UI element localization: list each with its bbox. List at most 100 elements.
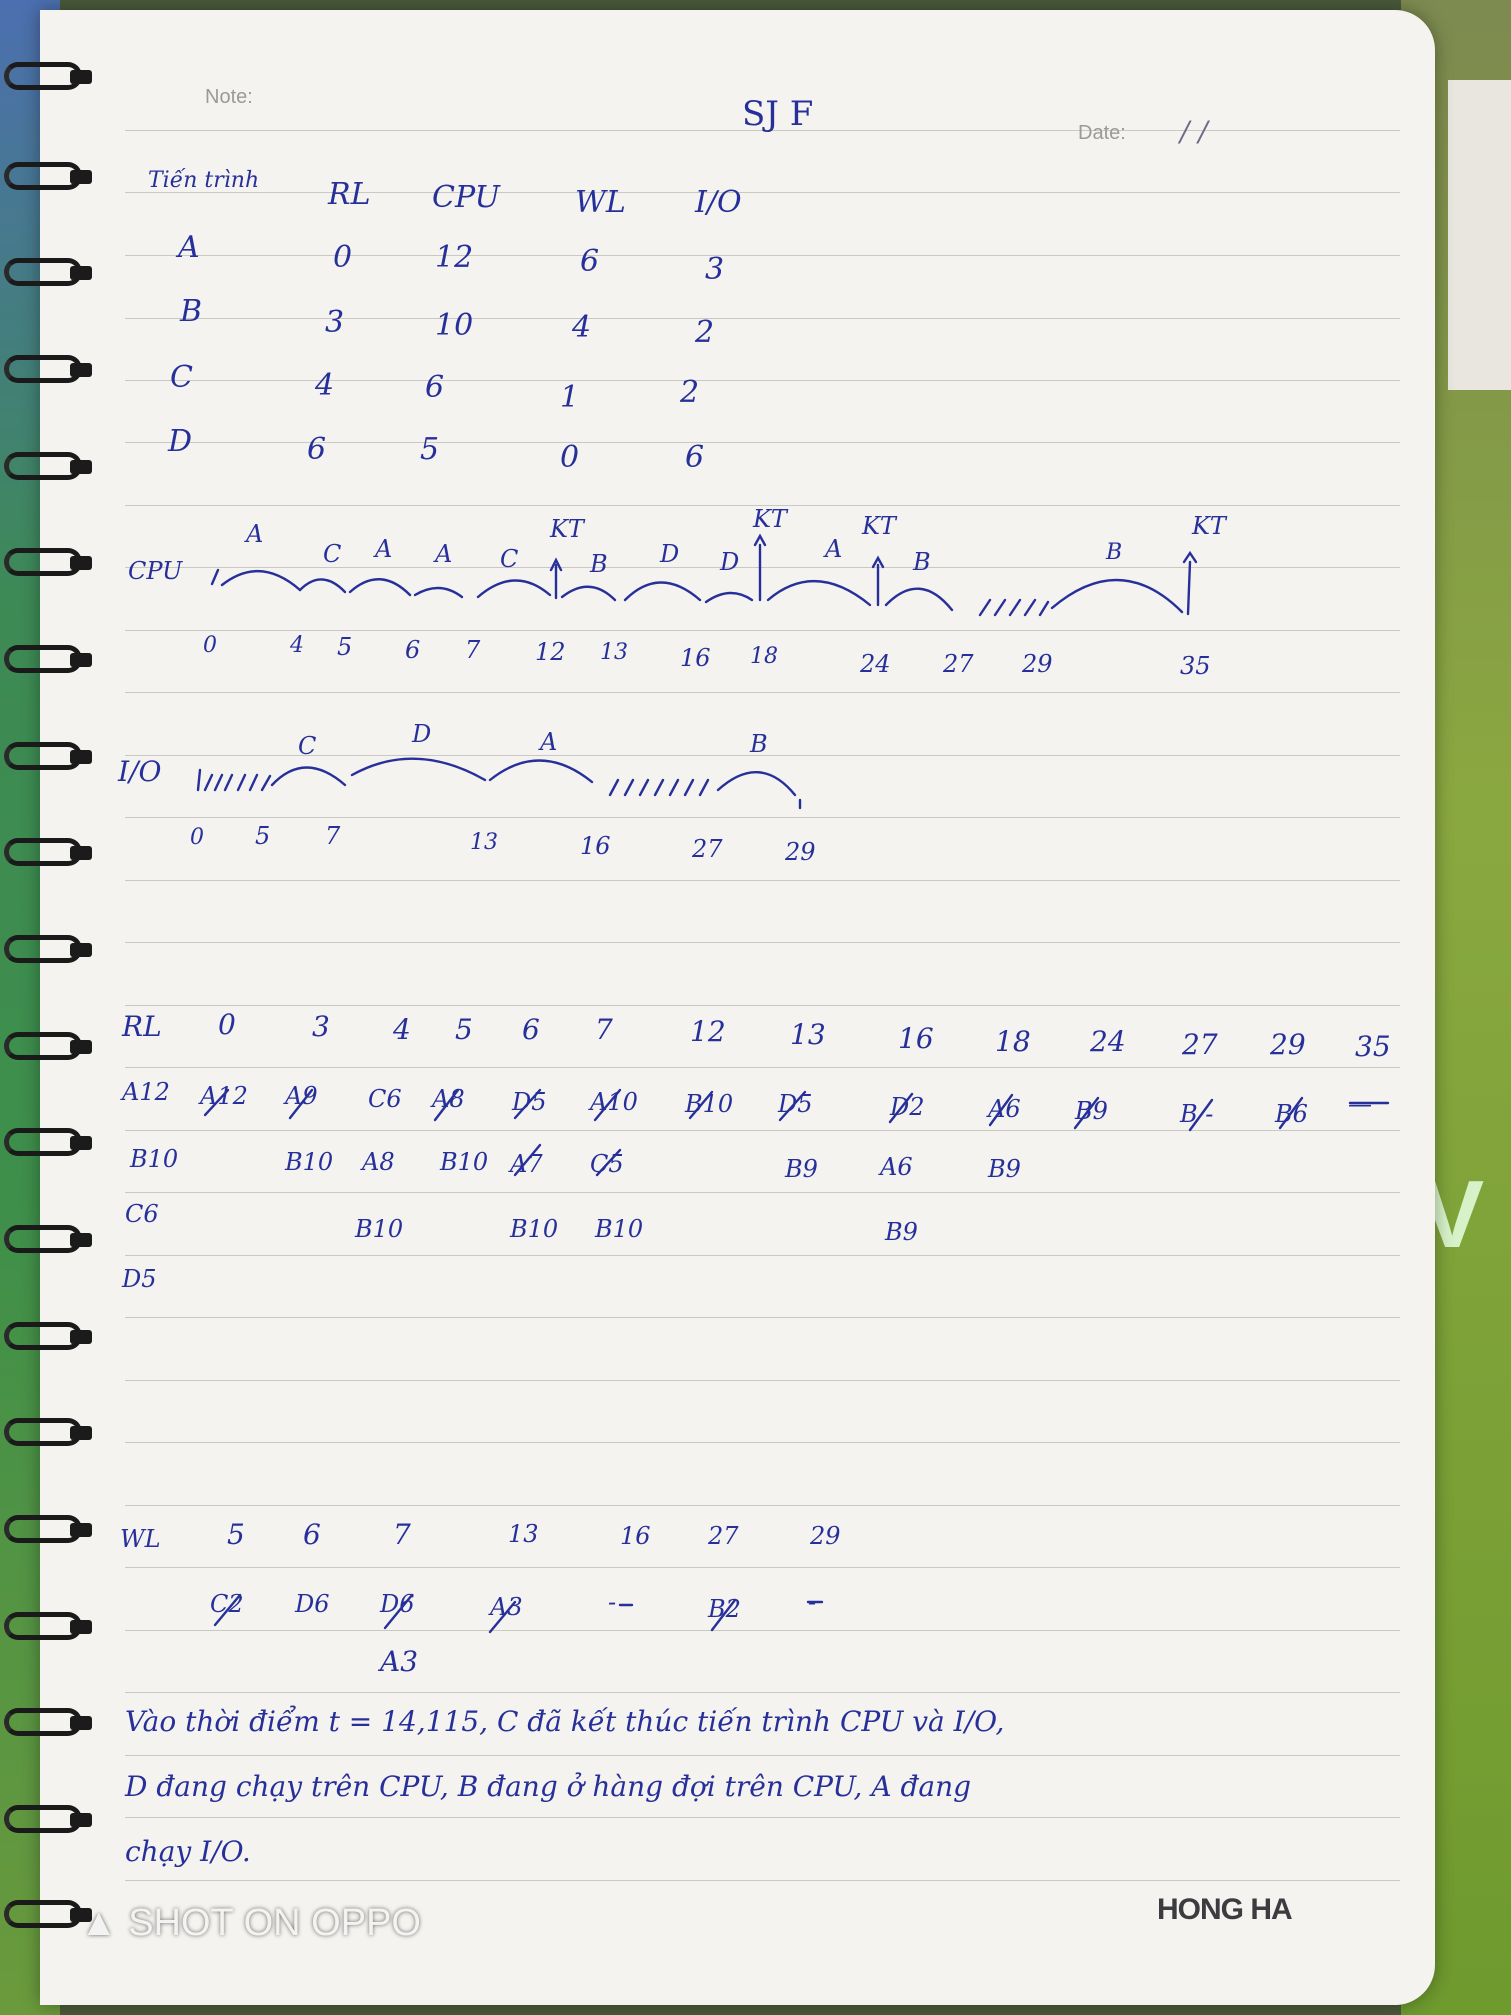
page-title: SJ F bbox=[742, 94, 814, 134]
wl-time: 7 bbox=[393, 1518, 411, 1551]
gantt-time: 27 bbox=[692, 835, 723, 863]
rl-cell: A10 bbox=[590, 1088, 638, 1116]
rl-cell: B10 bbox=[685, 1090, 734, 1118]
gantt-time: 5 bbox=[255, 822, 271, 850]
rl-cell: D2 bbox=[890, 1093, 925, 1121]
rl-time: 12 bbox=[690, 1015, 726, 1048]
gantt-time: 24 bbox=[860, 650, 891, 678]
rl-cell: A9 bbox=[285, 1082, 318, 1110]
rl-label: RL bbox=[122, 1010, 162, 1043]
rl-cell: D5 bbox=[778, 1090, 813, 1118]
table-cell: 6 bbox=[580, 244, 600, 279]
rl-cell: B - bbox=[1180, 1100, 1214, 1128]
rl-cell: B9 bbox=[988, 1155, 1021, 1183]
table-cell: 0 bbox=[333, 240, 353, 275]
rl-cell: — bbox=[1348, 1090, 1372, 1118]
table-cell: 2 bbox=[695, 315, 715, 350]
rl-cell: A8 bbox=[432, 1085, 465, 1113]
table-cell: D bbox=[168, 424, 193, 459]
table-cell: B bbox=[180, 294, 203, 329]
gantt-time: 6 bbox=[405, 636, 421, 664]
table-cell: 10 bbox=[435, 308, 474, 343]
wl-time: 6 bbox=[303, 1518, 321, 1551]
gantt-time: 13 bbox=[470, 830, 498, 855]
rl-time: 24 bbox=[1090, 1025, 1126, 1058]
wl-time: 5 bbox=[227, 1518, 245, 1551]
table-cell: 4 bbox=[572, 310, 592, 345]
wl-cell: C2 bbox=[210, 1590, 244, 1618]
wl-time: 29 bbox=[810, 1522, 841, 1550]
watermark-text: SHOT ON OPPO bbox=[128, 1902, 421, 1944]
table-cell: C bbox=[170, 360, 193, 395]
watermark-logo-icon: ▲ bbox=[80, 1902, 118, 1944]
rl-cell: B9 bbox=[885, 1218, 918, 1246]
rl-cell: C5 bbox=[590, 1150, 624, 1178]
gantt-segment-label: B bbox=[750, 730, 768, 758]
note-line: D đang chạy trên CPU, B đang ở hàng đợi … bbox=[125, 1770, 972, 1803]
wl-cell: D6 bbox=[380, 1590, 415, 1618]
rl-cell: B9 bbox=[1075, 1097, 1108, 1125]
background-paper-tab bbox=[1448, 80, 1511, 390]
gantt-time: 16 bbox=[580, 832, 611, 860]
table-header: I/O bbox=[695, 185, 742, 220]
date-label: Date: bbox=[1078, 122, 1126, 144]
gantt-time: 5 bbox=[337, 633, 353, 661]
rl-time: 6 bbox=[522, 1013, 540, 1046]
wl-cell: - bbox=[608, 1588, 617, 1616]
rl-time: 0 bbox=[218, 1008, 236, 1041]
table-cell: 1 bbox=[560, 380, 580, 415]
gantt-time: 29 bbox=[1022, 650, 1053, 678]
table-cell: 6 bbox=[425, 370, 445, 405]
rl-cell: B10 bbox=[355, 1215, 404, 1243]
table-cell: 6 bbox=[307, 432, 327, 467]
gantt-time: 0 bbox=[190, 825, 204, 850]
gantt-segment-label: A bbox=[246, 520, 264, 548]
rl-cell: A8 bbox=[362, 1148, 395, 1176]
kt-mark: KT bbox=[1192, 512, 1226, 540]
gantt-segment-label: A bbox=[375, 535, 393, 563]
notebook-page bbox=[40, 10, 1435, 2005]
table-header: CPU bbox=[432, 180, 500, 215]
wl-time: 16 bbox=[620, 1522, 651, 1550]
gantt-time: 13 bbox=[600, 640, 628, 665]
note-line: chạy I/O. bbox=[125, 1835, 251, 1868]
gantt-time: 4 bbox=[290, 633, 304, 658]
gantt-segment-label: A bbox=[825, 535, 843, 563]
gantt-segment-label: A bbox=[540, 728, 558, 756]
table-header: RL bbox=[328, 177, 371, 212]
table-cell: 3 bbox=[325, 305, 345, 340]
gantt-segment-label: C bbox=[323, 540, 342, 568]
gantt-time: 7 bbox=[325, 822, 341, 850]
gantt-segment-label: A bbox=[435, 540, 453, 568]
table-cell: 4 bbox=[315, 368, 335, 403]
table-cell: 5 bbox=[420, 432, 440, 467]
gantt-time: 16 bbox=[680, 644, 711, 672]
rl-cell: D5 bbox=[122, 1265, 157, 1293]
gantt-time: 7 bbox=[465, 636, 481, 664]
rl-cell: C6 bbox=[125, 1200, 159, 1228]
rl-cell: A6 bbox=[988, 1095, 1021, 1123]
wl-label: WL bbox=[120, 1525, 161, 1553]
gantt-time: 0 bbox=[203, 633, 217, 658]
gantt-segment-label: C bbox=[500, 545, 519, 573]
camera-watermark: ▲ SHOT ON OPPO bbox=[80, 1902, 421, 1945]
rl-cell: A6 bbox=[880, 1153, 913, 1181]
wl-time: 27 bbox=[708, 1522, 739, 1550]
table-cell: 12 bbox=[435, 240, 474, 275]
wl-cell: A3 bbox=[490, 1593, 523, 1621]
rl-cell: B10 bbox=[130, 1145, 179, 1173]
rl-time: 5 bbox=[455, 1013, 473, 1046]
rl-cell: B10 bbox=[595, 1215, 644, 1243]
note-line: Vào thời điểm t = 14,115, C đã kết thúc … bbox=[125, 1705, 1005, 1738]
rl-cell: C6 bbox=[368, 1085, 402, 1113]
rl-cell: B9 bbox=[785, 1155, 818, 1183]
rl-time: 29 bbox=[1270, 1028, 1306, 1061]
table-cell: A bbox=[178, 230, 200, 265]
rl-time: 16 bbox=[898, 1022, 934, 1055]
table-cell: 0 bbox=[560, 440, 580, 475]
rl-time: 35 bbox=[1355, 1030, 1391, 1063]
note-label: Note: bbox=[205, 86, 253, 108]
gantt-segment-label: B bbox=[1106, 540, 1123, 565]
rl-cell: A12 bbox=[200, 1082, 248, 1110]
